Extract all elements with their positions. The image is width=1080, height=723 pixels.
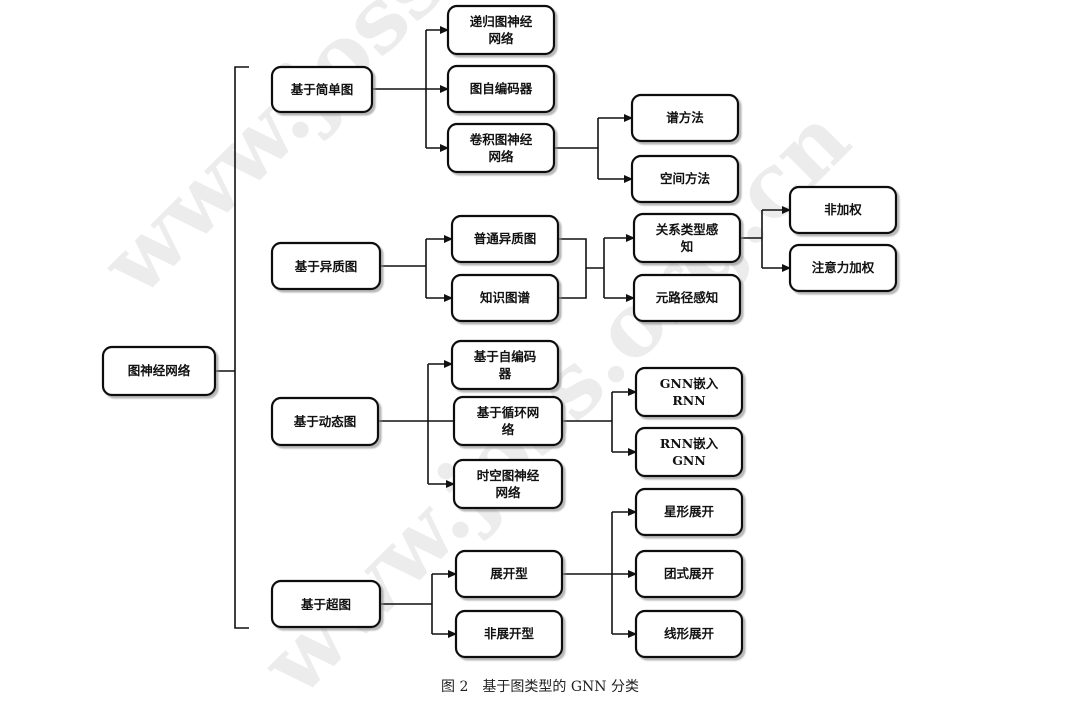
node-label: 基于超图 — [300, 597, 351, 612]
node-label: 团式展开 — [664, 566, 715, 581]
node-conv-gnn: 卷积图神经 网络 — [446, 122, 556, 174]
node-label-line1: 基于循环网 — [476, 405, 540, 420]
node-label-line1: GNN嵌入 — [660, 376, 719, 391]
node-label-line1: 关系类型感 — [656, 222, 719, 237]
node-label: 图自编码器 — [470, 81, 533, 96]
node-label: 谱方法 — [666, 110, 704, 125]
node-dynamic-graph: 基于动态图 — [270, 396, 380, 447]
node-label: 图神经网络 — [128, 363, 191, 378]
node-label-line2: 知 — [680, 239, 694, 254]
connectors — [372, 26, 791, 638]
node-dyn-autoencoder: 基于自编码 器 — [450, 339, 560, 391]
node-label: 非加权 — [824, 202, 862, 217]
node-metapath-aware: 元路径感知 — [632, 273, 742, 323]
node-spatial-method: 空间方法 — [630, 154, 740, 204]
node-label: 星形展开 — [664, 504, 715, 519]
node-spatiotemporal-gnn: 时空图神经 网络 — [452, 458, 564, 510]
node-label: 展开型 — [490, 566, 528, 581]
node-heterogeneous-graph: 基于异质图 — [270, 241, 382, 291]
node-label: 线形展开 — [664, 626, 715, 641]
node-label-line2: 络 — [502, 422, 515, 437]
node-label: 注意力加权 — [812, 260, 875, 275]
node-label: 知识图谱 — [479, 290, 531, 305]
node-label: 空间方法 — [660, 171, 711, 186]
node-graph-autoencoder: 图自编码器 — [446, 64, 556, 114]
node-label-line1: 基于自编码 — [473, 349, 537, 364]
node-dyn-rnn: 基于循环网 络 — [452, 395, 564, 447]
node-unweighted: 非加权 — [788, 185, 898, 235]
node-label-line1: RNN嵌入 — [660, 436, 719, 451]
figure-caption: 图 2 基于图类型的 GNN 分类 — [441, 679, 639, 695]
node-star-expansion: 星形展开 — [634, 487, 744, 537]
node-label: 非展开型 — [484, 626, 535, 641]
node-gnn-root: 图神经网络 — [101, 345, 217, 397]
node-line-expansion: 线形展开 — [634, 609, 744, 659]
node-ordinary-hetero: 普通异质图 — [450, 214, 560, 264]
node-non-expansion: 非展开型 — [454, 609, 564, 659]
node-relation-aware: 关系类型感 知 — [632, 212, 742, 264]
node-label-line2: 网络 — [488, 31, 514, 46]
node-recursive-gnn: 递归图神经 网络 — [446, 4, 556, 56]
node-label-line1: 卷积图神经 — [469, 132, 533, 147]
node-gnn-in-rnn: GNN嵌入 RNN — [634, 366, 744, 418]
node-label: 元路径感知 — [656, 290, 719, 305]
node-label-line2: 器 — [498, 366, 512, 381]
node-knowledge-graph: 知识图谱 — [450, 273, 560, 323]
node-label-line1: 递归图神经 — [470, 14, 533, 29]
node-label-line2: 网络 — [495, 485, 521, 500]
node-simple-graph: 基于简单图 — [270, 65, 374, 114]
root-bracket — [215, 66, 249, 629]
node-spectral-method: 谱方法 — [630, 93, 740, 143]
node-label-line2: 网络 — [488, 149, 514, 164]
node-label-line1: 时空图神经 — [477, 468, 540, 483]
node-rnn-in-gnn: RNN嵌入 GNN — [634, 426, 744, 478]
node-label: 基于简单图 — [290, 82, 354, 97]
node-clique-expansion: 团式展开 — [634, 549, 744, 599]
node-label: 基于异质图 — [294, 259, 358, 274]
nodes: 图神经网络 基于简单图 基于异质图 基于动态图 基于超图 递归图神经 网络 图自… — [101, 4, 898, 659]
node-attention-weighted: 注意力加权 — [788, 243, 898, 293]
node-label: 普通异质图 — [474, 231, 537, 246]
node-label-line2: RNN — [672, 393, 705, 408]
node-label-line2: GNN — [672, 453, 706, 468]
node-expansion: 展开型 — [454, 549, 564, 599]
node-hyper-graph: 基于超图 — [270, 579, 382, 629]
node-label: 基于动态图 — [293, 414, 357, 429]
